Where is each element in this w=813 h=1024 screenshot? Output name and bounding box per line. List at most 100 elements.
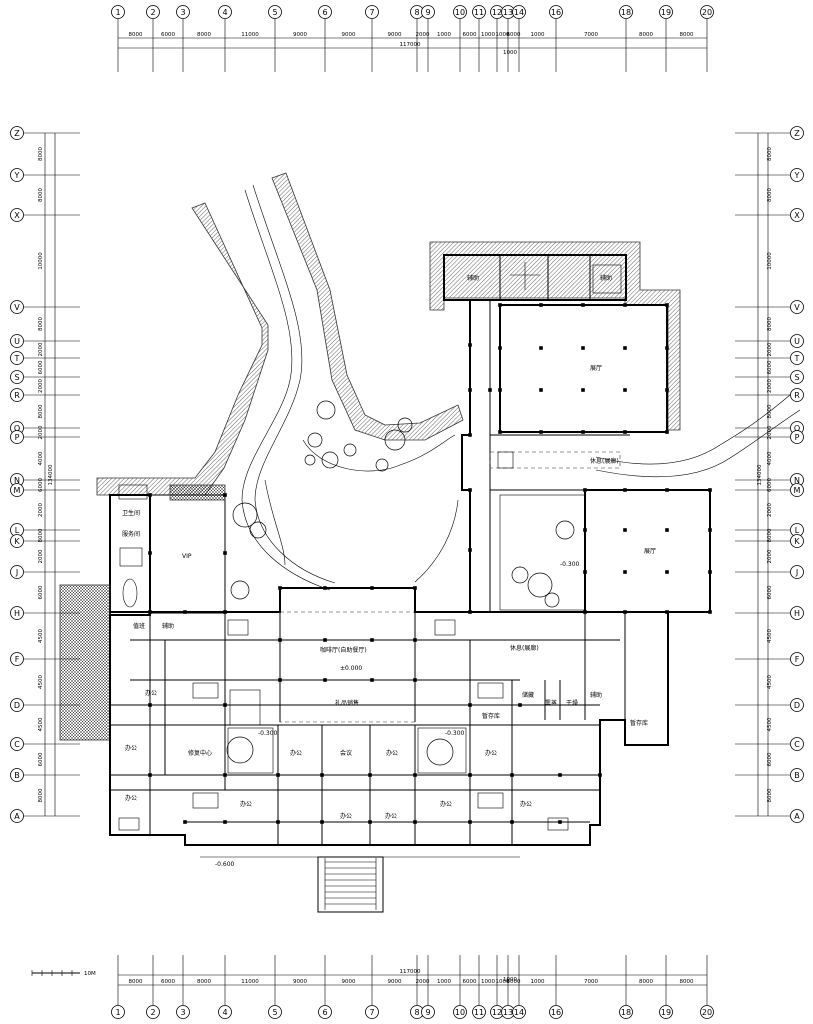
column-axis-label: 3 [180,1008,185,1017]
axis-bubble [659,1005,673,1019]
column-dot [539,303,543,307]
column-dot [583,528,587,532]
room-cafe: 咖啡厅(自助餐厅) [320,646,367,654]
room-labels: 辅助 辅助 展厅 休息(展廊) 展厅 休息(展廊) 卫生间 服务间 VIP 值班… [122,274,656,868]
row-axis-label: Y [794,171,800,180]
axis-bubble [10,208,24,222]
axis-bubble [619,1005,633,1019]
row-dimension: 2000 [767,503,773,517]
scale-bar-label: 10M [84,971,96,977]
row-axis-label: S [794,373,799,382]
column-dimension: 11000 [241,32,259,38]
axis-bubble [10,809,24,823]
row-dimension: 4000 [38,451,44,465]
column-sub-dimension: 1000 [503,50,517,56]
axis-bubble [146,5,160,19]
room-meeting: 会议 [340,749,352,757]
column-dimension: 6000 [507,32,521,38]
row-axis-label: U [14,337,20,346]
axis-bubble [790,768,804,782]
row-dimension: 8000 [38,188,44,202]
row-dimension: 8000 [38,528,44,542]
row-dimension: 6000 [38,752,44,766]
row-dimension: 6000 [38,360,44,374]
column-dimension: 1000 [437,32,451,38]
room-office-s1: 办公 [290,749,302,757]
column-dot [323,638,327,642]
row-dimension: 8000 [767,317,773,331]
row-axis-label: Z [794,129,800,138]
axis-bubble [365,5,379,19]
column-dot [278,678,282,682]
column-dot [370,678,374,682]
room-auxiliary-sm: 辅助 [590,691,602,699]
row-axis-label: Q [14,424,20,433]
axis-bubble [790,208,804,222]
row-dimension: 8000 [767,188,773,202]
column-dot [148,773,152,777]
column-dimension: 6000 [161,32,175,38]
column-axis-label: 4 [222,8,227,17]
column-axis-label: 5 [272,8,277,17]
column-axis-label: 6 [322,8,327,17]
column-dimension: 8000 [129,32,143,38]
column-axis-label: 16 [551,8,561,17]
axis-bubble [10,430,24,444]
axis-bubble [549,5,563,19]
axis-bubble [176,1005,190,1019]
column-axis-label: 8 [414,1008,419,1017]
row-axis-label: H [794,609,800,618]
column-dot [223,610,227,614]
column-dot [665,346,669,350]
column-dot [623,388,627,392]
column-dot [183,820,187,824]
column-dimension: 9000 [342,32,356,38]
column-dimension: 7000 [584,979,598,985]
room-hall-upper: 展厅 [590,365,602,372]
row-axis-label: P [15,433,20,442]
column-dot [581,346,585,350]
column-dot [623,346,627,350]
structural-columns [148,303,712,824]
column-axis-label: 14 [514,8,524,17]
row-axis-label: Q [794,424,800,433]
column-dot [468,703,472,707]
row-dimension: 8000 [38,147,44,161]
row-dimension: 10000 [38,252,44,270]
column-dot [518,703,522,707]
row-axis-label: K [14,537,20,546]
column-axis-label: 14 [514,1008,524,1017]
row-axis-label: N [794,476,800,485]
elevation-court-upper: -0.300 [560,561,580,568]
row-dimension: 2000 [767,379,773,393]
axis-bubble [659,5,673,19]
axis-bubble [268,1005,282,1019]
axis-bubble [790,126,804,140]
column-dimension: 8000 [129,979,143,985]
column-dot [370,638,374,642]
column-dimension: 9000 [388,32,402,38]
column-dot [468,820,472,824]
room-gift-shop: 礼品销售 [335,699,359,707]
column-sub-dimension: 1000 [503,977,517,983]
column-axis-label: 16 [551,1008,561,1017]
row-axis-label: V [14,303,20,312]
column-dimension: 1000 [481,32,495,38]
column-dot [623,488,627,492]
column-dot [413,773,417,777]
column-axis-label: 13 [503,8,513,17]
column-dot [583,610,587,614]
row-axis-label: F [15,655,20,664]
axis-bubble [512,1005,526,1019]
column-dot [148,703,152,707]
scale-bar: 10M [31,970,96,977]
row-axis-label: J [15,568,18,577]
row-axis-label: H [14,609,20,618]
room-office-s8: 办公 [520,800,532,808]
column-dot [558,773,562,777]
column-dot [498,346,502,350]
axis-bubble [218,5,232,19]
column-dot [148,610,152,614]
column-dot [539,430,543,434]
axis-bubble [10,652,24,666]
